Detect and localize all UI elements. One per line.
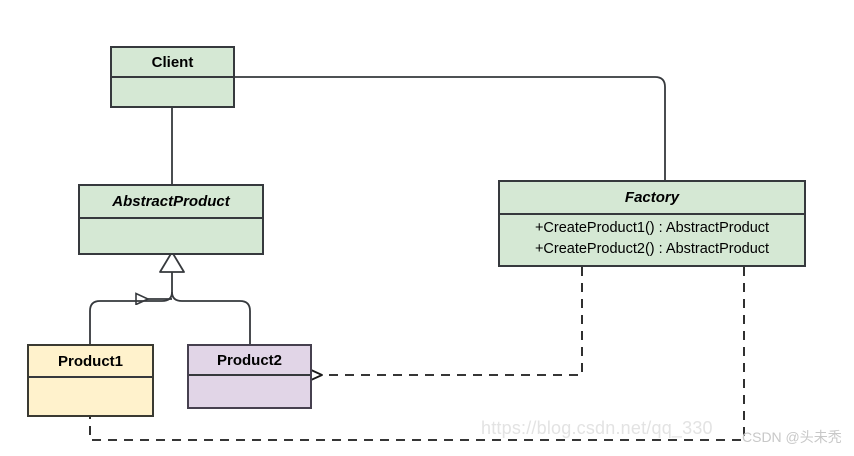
class-body-factory: +CreateProduct1() : AbstractProduct +Cre… bbox=[500, 213, 804, 265]
class-box-client[interactable]: Client bbox=[110, 46, 235, 108]
class-body-client bbox=[112, 76, 233, 106]
class-title-abstract-product: AbstractProduct bbox=[112, 193, 230, 210]
edge-client-factory bbox=[235, 76, 666, 184]
class-body-product2 bbox=[189, 374, 310, 407]
edge-generalization-products bbox=[89, 251, 251, 344]
class-title-product2: Product2 bbox=[216, 351, 282, 369]
watermark-author-tag: CSDN @头未秃 bbox=[742, 429, 842, 445]
class-member: +CreateProduct2() : AbstractProduct bbox=[534, 241, 770, 257]
edge-factory-product1 bbox=[90, 267, 745, 441]
class-body-abstract-product bbox=[80, 217, 262, 253]
class-body-product1 bbox=[29, 376, 152, 415]
class-box-factory[interactable]: Factory +CreateProduct1() : AbstractProd… bbox=[498, 180, 806, 267]
class-box-product1[interactable]: Product1 bbox=[27, 344, 154, 417]
class-member: +CreateProduct1() : AbstractProduct bbox=[534, 220, 770, 236]
class-title-factory: Factory bbox=[624, 189, 680, 206]
class-title-product1: Product1 bbox=[57, 352, 123, 370]
class-box-product2[interactable]: Product2 bbox=[187, 344, 312, 409]
class-box-abstract-product[interactable]: AbstractProduct bbox=[78, 184, 264, 255]
edge-factory-product2 bbox=[322, 267, 583, 375]
class-title-client: Client bbox=[151, 53, 194, 71]
watermark-url: https://blog.csdn.net/qq_330 bbox=[481, 418, 713, 438]
